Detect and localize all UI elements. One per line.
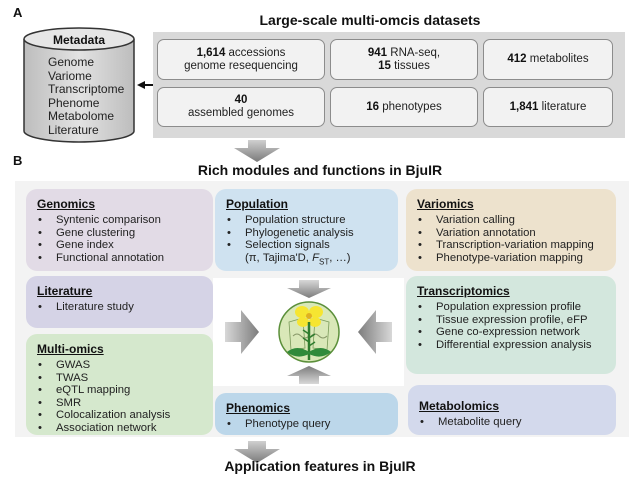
module-item: Population expression profile (417, 301, 606, 314)
metadata-item: Transcriptome (48, 82, 125, 97)
arrow-down-icon (234, 140, 280, 162)
module-item: eQTL mapping (37, 384, 203, 397)
fst-subscript: ST (318, 257, 330, 267)
module-genomics: Genomics Syntenic comparison Gene cluste… (26, 189, 213, 271)
arrow-right-icon (225, 310, 259, 354)
module-item: Variation annotation (417, 227, 606, 240)
metadata-title: Metadata (52, 33, 105, 47)
selection-stats-text: (π, Tajima'D, (245, 251, 313, 264)
module-item: Gene co-expression network (417, 326, 606, 339)
arrow-down-icon (234, 441, 280, 463)
module-item: Syntenic comparison (37, 214, 203, 227)
module-title: Metabolomics (419, 399, 500, 413)
module-title: Literature (37, 284, 93, 298)
metadata-list: Genome Variome Transcriptome Phenome Met… (48, 55, 125, 138)
module-title: Variomics (417, 197, 474, 211)
database-cylinder-icon (23, 27, 135, 143)
module-transcriptomics: Transcriptomics Population expression pr… (406, 276, 616, 374)
dataset-value: 15 (378, 59, 391, 72)
module-item: Variation calling (417, 214, 606, 227)
dataset-text: accessions (225, 46, 286, 59)
module-population: Population Population structure Phylogen… (215, 189, 398, 271)
dataset-text: literature (538, 100, 587, 113)
dataset-card-assembled-genomes: 40 assembled genomes (157, 87, 325, 127)
module-item: Metabolite query (419, 416, 606, 429)
module-item: Phenotype query (226, 418, 388, 431)
panel-a-title: Large-scale multi-omcis datasets (259, 12, 481, 28)
module-item: Colocalization analysis (37, 409, 203, 422)
module-multiomics: Multi-omics GWAS TWAS eQTL mapping SMR C… (26, 334, 213, 435)
dataset-value: 412 (507, 53, 527, 65)
module-item: Tissue expression profile, eFP (417, 314, 606, 327)
fst-symbol: F (312, 251, 319, 264)
dataset-card-phenotypes: 16 phenotypes (330, 87, 478, 127)
dataset-text: RNA-seq, (387, 46, 441, 59)
panel-b-title: Rich modules and functions in BjuIR (197, 162, 443, 178)
panel-a-label: A (13, 5, 23, 20)
dataset-text: tissues (390, 59, 430, 72)
metadata-item: Literature (48, 122, 99, 137)
module-item: TWAS (37, 372, 203, 385)
center-logo-area (213, 278, 404, 386)
metadata-item: Metabolome (48, 109, 115, 124)
dataset-card-metabolites: 412 metabolites (483, 39, 613, 80)
arrow-left-icon (358, 310, 392, 354)
arrow-up-icon (287, 366, 331, 384)
module-item: Differential expression analysis (417, 339, 606, 352)
module-title: Genomics (37, 197, 96, 211)
modules-panel: Genomics Syntenic comparison Gene cluste… (15, 181, 629, 437)
module-title: Multi-omics (37, 342, 104, 356)
dataset-text: assembled genomes (187, 107, 295, 119)
datasets-panel: 1,614 accessions genome resequencing 941… (153, 32, 625, 138)
metadata-item: Genome (48, 55, 95, 69)
module-item: Population structure (226, 214, 388, 227)
module-item: SMR (37, 397, 203, 410)
module-item: Gene index (37, 239, 203, 252)
module-title: Phenomics (226, 401, 291, 415)
bjuir-logo-icon (278, 301, 340, 363)
module-item-continuation: (π, Tajima'D, FST, …) (226, 252, 388, 269)
dataset-text: genome resequencing (184, 59, 298, 72)
module-title: Transcriptomics (417, 284, 510, 298)
metadata-item: Variome (48, 68, 92, 83)
module-item: Association network (37, 422, 203, 435)
module-item: Transcription-variation mapping (417, 239, 606, 252)
dataset-value: 941 (367, 46, 388, 59)
metadata-item: Phenome (48, 95, 100, 110)
dataset-card-rnaseq: 941 RNA-seq, 15 tissues (330, 39, 478, 80)
metadata-database: Metadata Genome Variome Transcriptome Ph… (22, 26, 136, 144)
dataset-card-resequencing: 1,614 accessions genome resequencing (157, 39, 325, 80)
module-literature: Literature Literature study (26, 276, 213, 328)
module-item: Selection signals (226, 239, 388, 252)
module-item: Literature study (37, 301, 203, 314)
module-item: Functional annotation (37, 252, 203, 265)
arrow-down-icon (287, 280, 331, 298)
selection-stats-suffix: , …) (329, 251, 351, 264)
module-metabolomics: Metabolomics Metabolite query (408, 385, 616, 435)
convergence-arrows (225, 280, 392, 384)
panel-b-label: B (13, 153, 23, 168)
module-variomics: Variomics Variation calling Variation an… (406, 189, 616, 271)
module-phenomics: Phenomics Phenotype query (215, 393, 398, 435)
module-item: Phylogenetic analysis (226, 227, 388, 240)
dataset-value: 1,614 (196, 46, 226, 59)
module-item: GWAS (37, 359, 203, 372)
module-item: Phenotype-variation mapping (417, 252, 606, 265)
dataset-value: 1,841 (509, 100, 539, 113)
module-title: Population (226, 197, 288, 211)
dataset-value: 16 (366, 100, 380, 113)
dataset-card-literature: 1,841 literature (483, 87, 613, 127)
footer-title: Application features in BjuIR (224, 458, 416, 474)
dataset-text: phenotypes (379, 100, 442, 113)
module-item: Gene clustering (37, 227, 203, 240)
dataset-value: 40 (234, 94, 248, 106)
dataset-text: metabolites (526, 53, 589, 65)
